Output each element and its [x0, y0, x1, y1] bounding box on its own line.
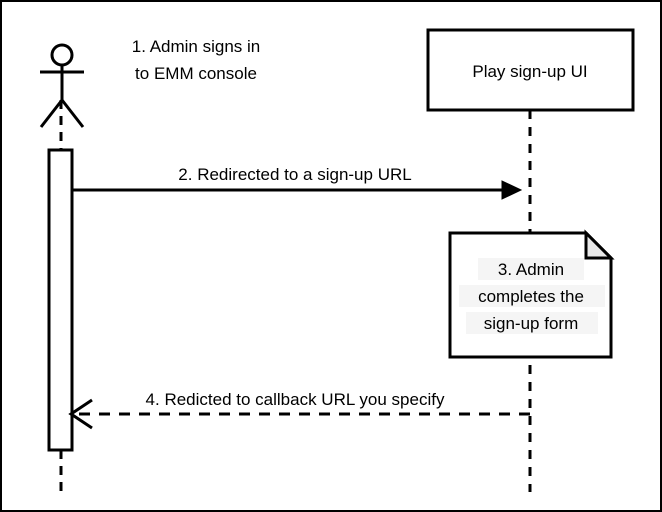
participant-box-play-signup-ui	[426, 28, 635, 112]
actor-head-icon	[50, 43, 74, 67]
actor-caption-line-2: to EMM console	[135, 64, 257, 83]
message-4-arrow	[68, 398, 530, 430]
message-2-label: 2. Redirected to a sign-up URL	[178, 165, 411, 184]
note-folded-corner-icon	[584, 229, 615, 260]
note-text-highlight-3	[466, 312, 598, 334]
message-4-label: 4. Redicted to callback URL you specify	[146, 390, 445, 409]
actor-activation-bar	[47, 148, 74, 452]
actor-caption-line-1: 1. Admin signs in	[132, 37, 261, 56]
actor-admin	[39, 43, 85, 128]
actor-left-leg-icon	[39, 99, 64, 128]
message-2-arrow	[71, 180, 523, 200]
note-text-line-3: sign-up form	[484, 314, 578, 333]
note-text-line-2: completes the	[478, 287, 584, 306]
note-text-highlight-2	[459, 285, 605, 307]
actor-right-leg-icon	[60, 99, 85, 128]
message-2-arrowhead-filled	[501, 180, 523, 200]
note-text-line-1: 3. Admin	[498, 260, 564, 279]
message-4-arrowhead-open	[68, 398, 93, 430]
participant-box-label: Play sign-up UI	[472, 62, 587, 81]
note-text-highlight-1	[478, 258, 584, 280]
